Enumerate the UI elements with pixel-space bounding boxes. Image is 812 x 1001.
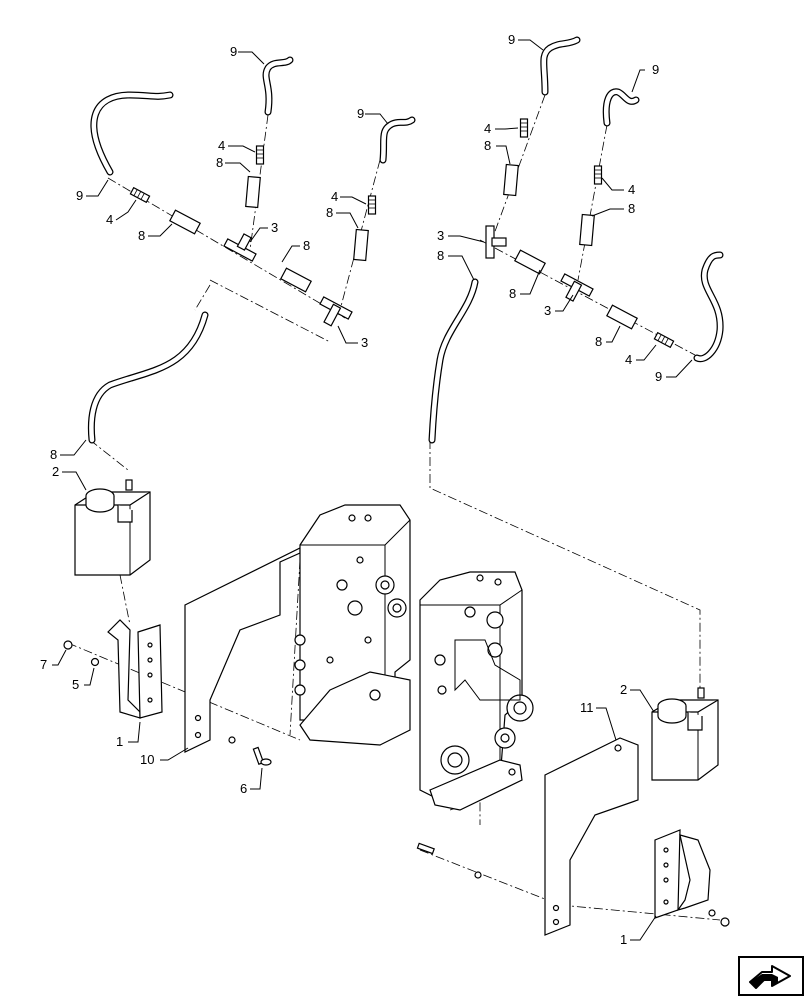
callout-9: 9 bbox=[508, 32, 515, 47]
hose-upper-left-9b bbox=[379, 116, 416, 164]
next-page-arrow-icon bbox=[738, 956, 804, 996]
callout-1: 1 bbox=[116, 734, 123, 749]
hose-upper-right-9a bbox=[540, 36, 581, 96]
nut-right-bracket bbox=[720, 917, 730, 927]
callout-4: 4 bbox=[331, 189, 338, 204]
tee-3-right-b bbox=[560, 273, 594, 302]
washer-right-lower bbox=[474, 871, 482, 879]
callout-3: 3 bbox=[544, 303, 551, 318]
nipple-4-right-b bbox=[593, 165, 603, 185]
sleeve-8-right-d bbox=[606, 304, 638, 330]
callout-8: 8 bbox=[628, 201, 635, 216]
callout-4: 4 bbox=[628, 182, 635, 197]
callout-6: 6 bbox=[240, 781, 247, 796]
bracket-11-right bbox=[544, 737, 639, 936]
callout-4: 4 bbox=[106, 212, 113, 227]
callout-8: 8 bbox=[509, 286, 516, 301]
hose-right-long-8 bbox=[428, 278, 479, 444]
nipple-4-left-c bbox=[367, 195, 377, 215]
tee-3-left-b bbox=[319, 296, 353, 327]
callout-4: 4 bbox=[484, 121, 491, 136]
tee-3-right-a bbox=[485, 225, 507, 259]
reservoir-2-right bbox=[651, 687, 719, 781]
sleeve-8-left-a bbox=[169, 209, 201, 235]
sleeve-8-left-c bbox=[280, 267, 312, 293]
callout-5: 5 bbox=[72, 677, 79, 692]
callout-9: 9 bbox=[655, 369, 662, 384]
bolt-6 bbox=[252, 746, 272, 766]
callout-8: 8 bbox=[50, 447, 57, 462]
sleeve-8-right-b bbox=[514, 249, 546, 275]
pedal-valve-assembly bbox=[294, 504, 534, 811]
callout-2: 2 bbox=[620, 682, 627, 697]
callout-8: 8 bbox=[484, 138, 491, 153]
callout-8: 8 bbox=[138, 228, 145, 243]
hose-lower-left-8 bbox=[87, 311, 209, 444]
callout-8: 8 bbox=[595, 334, 602, 349]
callout-8: 8 bbox=[326, 205, 333, 220]
callout-8: 8 bbox=[437, 248, 444, 263]
callout-10: 10 bbox=[140, 752, 154, 767]
callout-11: 11 bbox=[580, 700, 594, 715]
callout-7: 7 bbox=[40, 657, 47, 672]
callout-1: 1 bbox=[620, 932, 627, 947]
callout-9: 9 bbox=[357, 106, 364, 121]
reservoir-2-left bbox=[74, 479, 151, 576]
sleeve-8-right-a bbox=[503, 163, 519, 197]
callout-3: 3 bbox=[361, 335, 368, 350]
bracket-1-left bbox=[107, 619, 163, 719]
bracket-1-right bbox=[654, 829, 711, 919]
callout-4: 4 bbox=[625, 352, 632, 367]
washer-left-mid bbox=[228, 736, 236, 744]
callout-3: 3 bbox=[271, 220, 278, 235]
leader-lines bbox=[52, 39, 693, 941]
callout-8: 8 bbox=[303, 238, 310, 253]
nipple-4-right-a bbox=[519, 118, 529, 138]
sleeve-8-left-b bbox=[245, 175, 261, 209]
callout-9: 9 bbox=[230, 44, 237, 59]
bolt-right-lower bbox=[416, 842, 435, 855]
nipple-4-left-a bbox=[129, 186, 151, 204]
washer-5 bbox=[90, 657, 100, 667]
hose-right-long-9 bbox=[693, 251, 724, 363]
hose-upper-left-9a bbox=[262, 56, 294, 116]
callout-labels: 9 9 4 8 9 4 8 3 8 4 8 3 8 2 7 5 1 10 6 9… bbox=[40, 32, 662, 947]
sleeve-8-left-d bbox=[353, 228, 369, 262]
tee-3-left-a bbox=[223, 233, 257, 262]
nipple-4-right-c bbox=[653, 331, 675, 349]
callout-2: 2 bbox=[52, 464, 59, 479]
nipple-4-left-b bbox=[255, 145, 265, 165]
callout-4: 4 bbox=[218, 138, 225, 153]
callout-8: 8 bbox=[216, 155, 223, 170]
bracket-10-left bbox=[184, 547, 301, 753]
nut-7 bbox=[63, 640, 73, 650]
callout-9: 9 bbox=[652, 62, 659, 77]
hose-upper-left-long bbox=[90, 91, 174, 176]
washer-right-bracket bbox=[708, 909, 716, 917]
hose-upper-right-9b bbox=[602, 88, 640, 127]
next-page-button[interactable] bbox=[738, 956, 804, 996]
callout-9: 9 bbox=[76, 188, 83, 203]
sleeve-8-right-c bbox=[579, 213, 595, 247]
callout-3: 3 bbox=[437, 228, 444, 243]
